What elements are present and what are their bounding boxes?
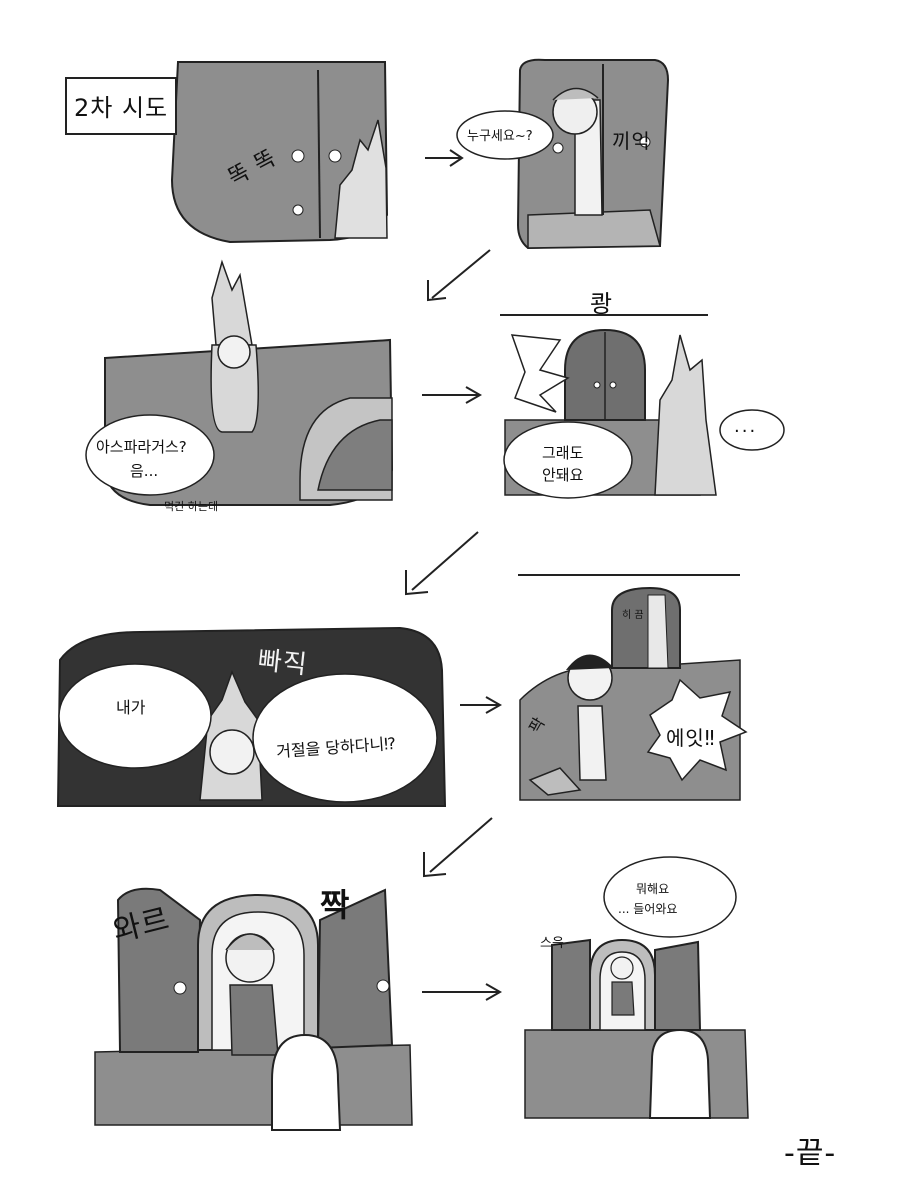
character-body (577, 705, 607, 781)
speech-text: 안돼요 (542, 466, 584, 484)
panel-1 (65, 61, 389, 244)
blank-character (271, 1033, 342, 1131)
asparagus-peek (654, 334, 717, 496)
door-right (654, 940, 702, 1031)
character-body (611, 981, 635, 1016)
panel-4 (500, 314, 785, 499)
arrow-down-left (423, 817, 493, 878)
sfx-door-creak: 끼익 (612, 129, 651, 153)
panel-3 (85, 259, 394, 506)
ellipsis-text: ... (734, 416, 758, 437)
panel-5 (56, 626, 447, 807)
flicked-asparagus (528, 767, 582, 796)
sfx-slap: 짝 (320, 886, 351, 924)
arrow-right (422, 983, 503, 1001)
speech-bubble (503, 421, 633, 499)
arrow-down-left (405, 531, 479, 596)
character-face (610, 956, 634, 980)
sfx-peek: 히 끔 (622, 610, 644, 621)
asparagus-head (211, 259, 253, 346)
speech-text: 뭐해요 (636, 882, 670, 896)
speech-text: 누구세요~? (467, 129, 533, 144)
title-box (65, 77, 177, 135)
slam-burst (510, 334, 570, 413)
speech-bubble (85, 414, 215, 496)
door-knob (639, 136, 651, 148)
speech-bubble (58, 663, 212, 769)
asparagus-body (210, 344, 259, 433)
door-left (551, 938, 591, 1031)
panel-2 (456, 58, 670, 250)
asparagus-peek (334, 119, 388, 239)
door-knob (291, 149, 305, 163)
panel-6 (518, 574, 748, 801)
small-note: 먹긴 하는데 (164, 500, 219, 513)
speech-text: 내가 (116, 698, 146, 717)
panel-7 (94, 887, 413, 1131)
door-ajar (611, 586, 681, 669)
door-edge (317, 69, 321, 239)
ellipsis-bubble (719, 409, 785, 451)
door-knob (552, 142, 564, 154)
door-knob (328, 149, 342, 163)
arrow-right (422, 386, 483, 404)
sfx-step: 스윽 (540, 936, 564, 951)
arrow-down-left (427, 249, 491, 302)
speech-bubble (603, 856, 737, 938)
speech-text: 아스파라거스? (96, 438, 187, 456)
arrow-right (460, 696, 503, 714)
door-knob (292, 204, 304, 216)
speech-text: ... 들어와요 (618, 902, 678, 916)
sfx-snap: 빠직 (256, 645, 310, 681)
speech-bubble (252, 673, 438, 803)
shout-text: 에잇‼ (666, 726, 716, 750)
arrow-right (425, 149, 464, 167)
shout-burst (646, 678, 748, 782)
speech-bubble (456, 110, 554, 160)
blank-character (648, 1028, 712, 1119)
character-body (229, 984, 279, 1056)
speech-text: 음... (130, 462, 159, 480)
title-label: 2차 시도 (74, 94, 169, 122)
speech-text: 그래도 (542, 444, 584, 462)
panel-8 (524, 856, 749, 1119)
ending-mark: -끝- (784, 1136, 837, 1171)
sfx-slam: 쾅 (590, 290, 614, 318)
